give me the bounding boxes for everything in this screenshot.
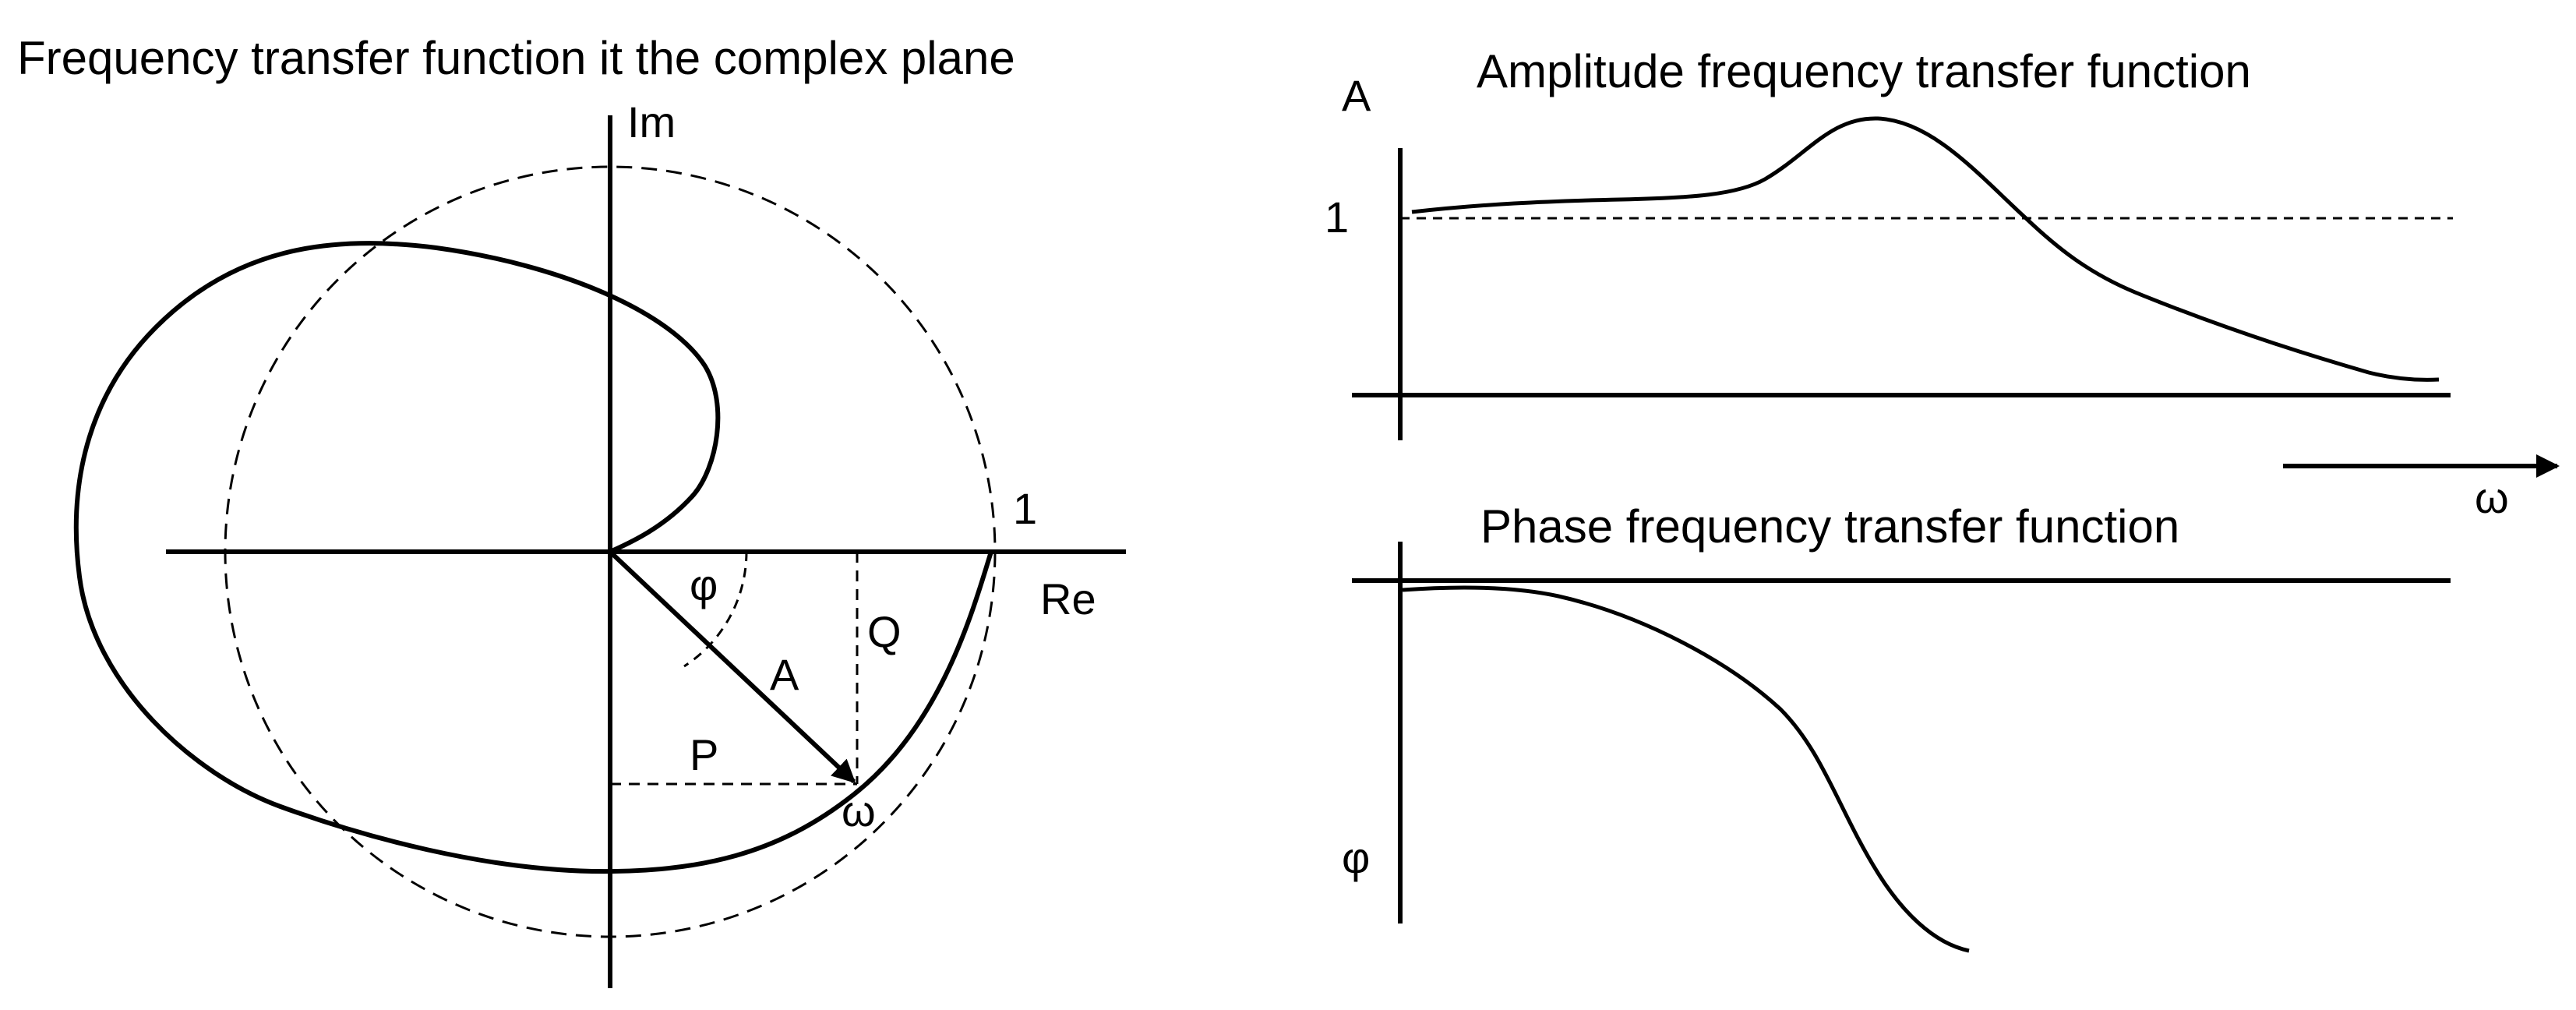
phi-label: φ [690,560,718,609]
im-axis-label: Im [627,97,676,147]
phase-angle-arc [683,551,748,668]
q-label: Q [867,607,902,656]
unit-label: 1 [1013,484,1037,533]
p-label: P [690,730,718,779]
phase-plot: Phase frequency transfer function φ [1342,500,2451,953]
amplitude-vector [608,549,856,784]
complex-plane-diagram: Frequency transfer function it the compl… [17,32,1126,988]
amplitude-plot: Amplitude frequency transfer function A … [1325,45,2453,440]
re-axis-label: Re [1040,574,1096,623]
complex-plane-title: Frequency transfer function it the compl… [17,32,1015,84]
amplitude-one-label: 1 [1325,192,1349,242]
omega-axis-indicator: ω [2283,454,2560,522]
phase-curve [1402,585,1970,953]
omega-axis-label: ω [2475,473,2509,522]
amplitude-curve [1411,116,2440,382]
a-vector-label: A [770,650,799,699]
omega-point-label: ω [842,786,876,835]
amplitude-plot-title: Amplitude frequency transfer function [1477,45,2251,97]
nyquist-curve [73,241,993,874]
amplitude-y-label: A [1342,71,1371,120]
phase-plot-title: Phase frequency transfer function [1480,500,2179,553]
phase-y-label: φ [1342,833,1370,882]
